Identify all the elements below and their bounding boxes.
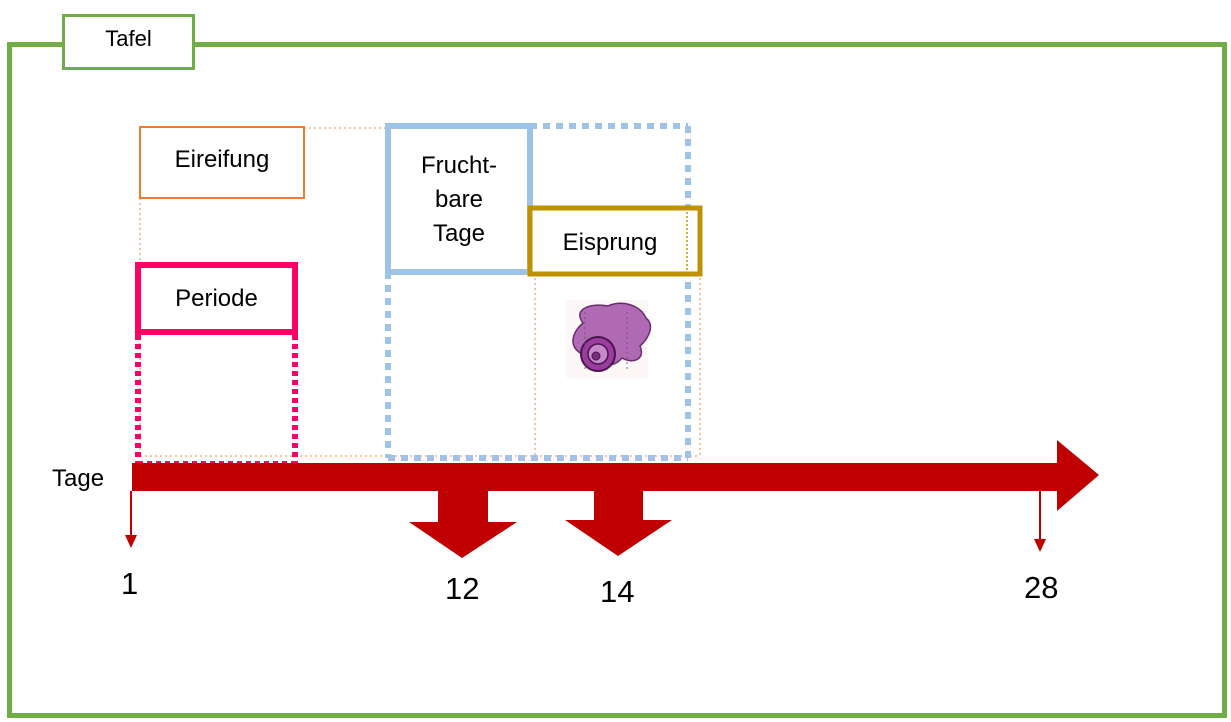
eireifung-box: [139, 126, 305, 199]
board-frame: [7, 42, 1227, 718]
marker-day-12: 12: [445, 571, 480, 606]
fruchtbar-box: [385, 123, 533, 275]
board-title-tab: Tafel: [62, 14, 195, 70]
eireifung-label: Eireifung: [174, 146, 270, 173]
egg-cell-nucleus: [591, 351, 601, 361]
board-title: Tafel: [105, 26, 152, 51]
day-1-tick: [125, 491, 137, 548]
eisprung-box: [527, 205, 703, 277]
day-12-arrow: [409, 491, 517, 558]
eisprung-label: Eisprung: [562, 229, 658, 256]
marker-day-28: 28: [1024, 570, 1059, 605]
day-28-tick: [1034, 491, 1046, 552]
fruchtbare-tage-label: Frucht- bare Tage: [420, 152, 497, 247]
egg-cell-icon: [566, 300, 652, 378]
periode-span: [135, 335, 298, 467]
periode-label: Periode: [175, 284, 258, 312]
fruchtbar-span: [385, 123, 691, 461]
marker-day-14: 14: [600, 574, 635, 609]
time-axis-arrow: [132, 440, 1099, 511]
marker-day-1: 1: [121, 566, 139, 601]
axis-label: Tage: [52, 465, 105, 492]
day-28-tick-head: [1034, 539, 1046, 552]
eisprung-box-dotted-edge: [686, 207, 701, 275]
day-14-arrow: [565, 491, 672, 556]
periode-box: [135, 262, 298, 335]
day-1-tick-head: [125, 535, 137, 548]
